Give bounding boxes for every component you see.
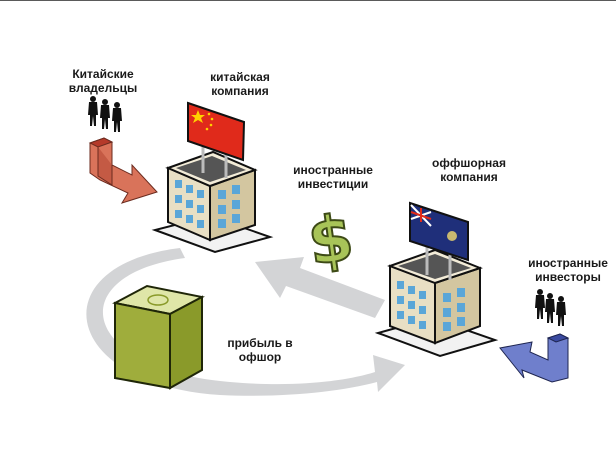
svg-text:$: $ <box>304 201 358 280</box>
label-line: офшор <box>238 350 282 364</box>
label-line: владельцы <box>68 81 138 95</box>
label-chinese-company: китайская компания <box>200 70 280 98</box>
foreign-investors-people-icon <box>535 289 566 326</box>
label-line: инвестиции <box>297 177 369 191</box>
blue-arrow-icon <box>499 333 570 383</box>
flag-cayman-islands-icon <box>409 201 469 262</box>
flag-china-icon <box>187 101 246 162</box>
label-line: инвесторы <box>535 270 601 284</box>
label-foreign-investors: иностранные инвесторы <box>522 256 614 284</box>
label-line: прибыль в <box>227 336 293 350</box>
label-line: Китайские <box>72 67 134 81</box>
top-border <box>0 0 616 1</box>
label-line: иностранные <box>528 256 608 270</box>
money-stack-icon <box>112 284 205 390</box>
label-foreign-investments: иностранные инвестиции <box>285 163 381 191</box>
cycle-arrow-top <box>255 257 385 318</box>
red-arrow-icon <box>88 137 158 204</box>
cycle-arrow-bottom <box>86 248 405 396</box>
offshore-company-building <box>374 245 499 358</box>
label-line: иностранные <box>293 163 373 177</box>
label-chinese-owners: Китайские владельцы <box>63 67 143 95</box>
dollar-sign-icon: $ <box>303 200 359 281</box>
label-offshore-company: оффшорная компания <box>424 156 514 184</box>
label-line: оффшорная <box>432 156 506 170</box>
label-line: компания <box>440 170 498 184</box>
chinese-company-building <box>151 140 274 254</box>
chinese-owners-people-icon <box>88 96 122 132</box>
label-profit-offshore: прибыль в офшор <box>222 336 298 364</box>
label-line: китайская <box>210 70 270 84</box>
label-line: компания <box>211 84 269 98</box>
